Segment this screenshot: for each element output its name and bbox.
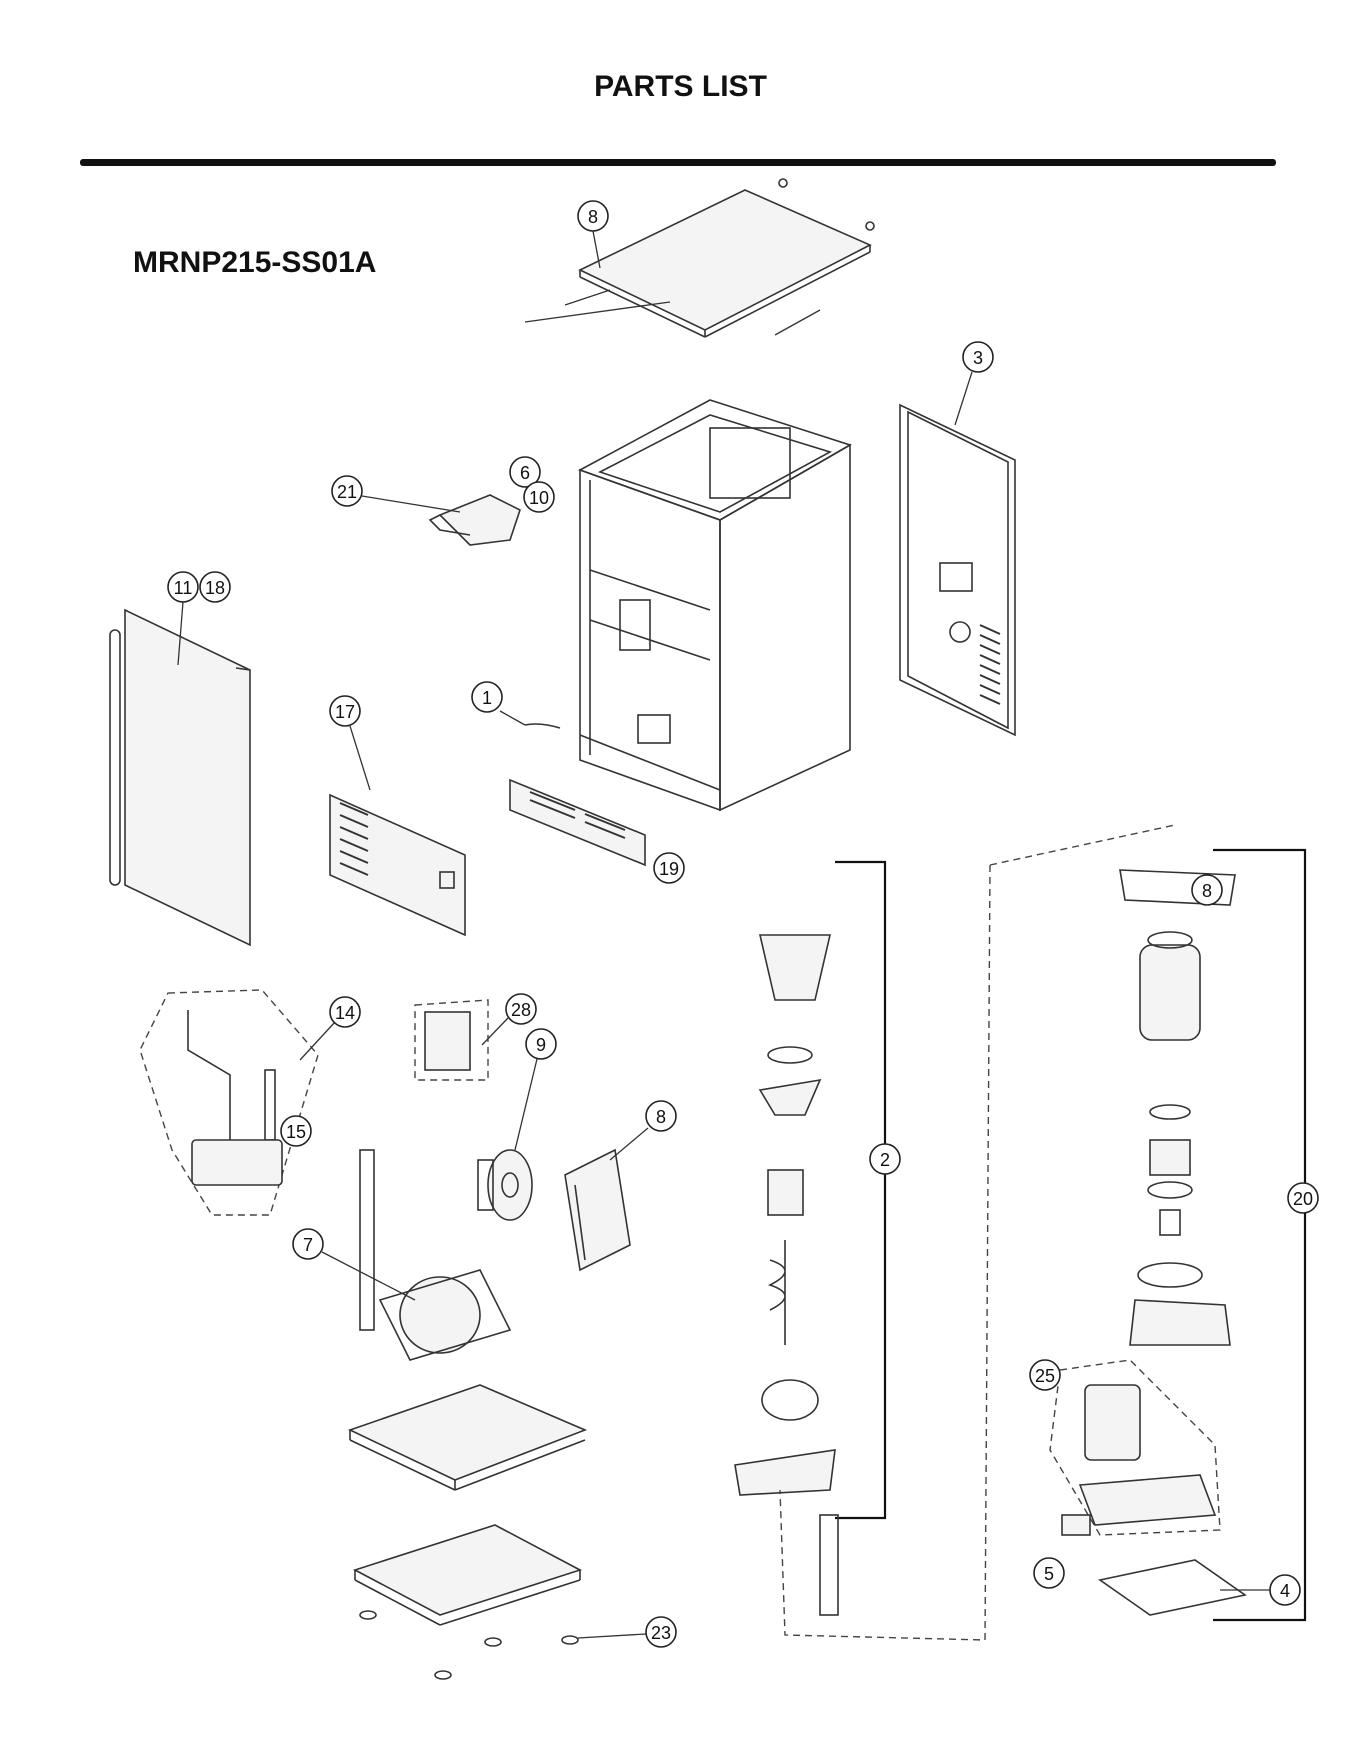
control-assembly — [362, 495, 520, 545]
front-grille — [330, 726, 465, 935]
kick-plate — [500, 711, 645, 865]
base-plate — [350, 1385, 585, 1490]
callout-number: 8 — [588, 207, 598, 227]
auger-motor-assembly — [990, 825, 1305, 1620]
cabinet-frame — [580, 400, 850, 810]
callout-4: 4 — [1270, 1575, 1300, 1605]
bottom-plate — [355, 1525, 646, 1679]
callout-number: 5 — [1044, 1564, 1054, 1584]
callout-25: 25 — [1030, 1360, 1060, 1390]
callout-8: 8 — [1192, 875, 1222, 905]
callout-number: 23 — [651, 1623, 671, 1643]
water-pump-assembly — [140, 990, 335, 1215]
callout-number: 9 — [536, 1035, 546, 1055]
callout-number: 20 — [1293, 1189, 1313, 1209]
callout-number: 8 — [1202, 881, 1212, 901]
callout-8: 8 — [578, 201, 608, 231]
callout-number: 8 — [656, 1107, 666, 1127]
callout-number: 14 — [335, 1003, 355, 1023]
callout-21: 21 — [332, 476, 362, 506]
callout-9: 9 — [526, 1029, 556, 1059]
compressor — [322, 1150, 510, 1360]
callout-5: 5 — [1034, 1558, 1064, 1588]
evaporator-assembly — [735, 862, 990, 1640]
callout-3: 3 — [963, 342, 993, 372]
callout-2: 2 — [870, 1144, 900, 1174]
condenser — [565, 1128, 648, 1270]
callout-7: 7 — [293, 1229, 323, 1259]
callout-20: 20 — [1288, 1183, 1318, 1213]
callout-number: 6 — [520, 463, 530, 483]
callout-number: 25 — [1035, 1366, 1055, 1386]
callout-number: 11 — [174, 578, 193, 598]
callout-19: 19 — [654, 853, 684, 883]
callout-28: 28 — [506, 994, 536, 1024]
callout-labels: 8 3 6 10 21 11 18 17 1 19 8 14 289 8 15 2 20 7 25 5 4 23 — [168, 201, 1318, 1647]
callout-number: 3 — [973, 348, 983, 368]
callout-17: 17 — [330, 696, 360, 726]
top-cover — [525, 179, 874, 337]
callout-number: 28 — [511, 1000, 531, 1020]
callout-number: 21 — [337, 482, 357, 502]
side-panel — [900, 372, 1015, 735]
callout-number: 7 — [303, 1235, 313, 1255]
callout-10: 10 — [524, 482, 554, 512]
callout-number: 17 — [335, 702, 355, 722]
door-panel — [110, 602, 250, 945]
callout-number: 2 — [880, 1150, 890, 1170]
callout-11: 11 — [168, 572, 198, 602]
relay-box — [415, 1000, 508, 1080]
callout-number: 19 — [659, 859, 679, 879]
fan-motor — [478, 1059, 537, 1220]
callout-14: 14 — [330, 997, 360, 1027]
callout-18: 18 — [200, 572, 230, 602]
callout-number: 4 — [1280, 1581, 1290, 1601]
callout-number: 18 — [205, 578, 225, 598]
callout-number: 10 — [529, 488, 549, 508]
callout-23: 23 — [646, 1617, 676, 1647]
callout-1: 1 — [472, 682, 502, 712]
callout-number: 1 — [482, 688, 492, 708]
callout-number: 15 — [286, 1122, 306, 1142]
callout-8: 8 — [646, 1101, 676, 1131]
callout-15: 15 — [281, 1116, 311, 1146]
